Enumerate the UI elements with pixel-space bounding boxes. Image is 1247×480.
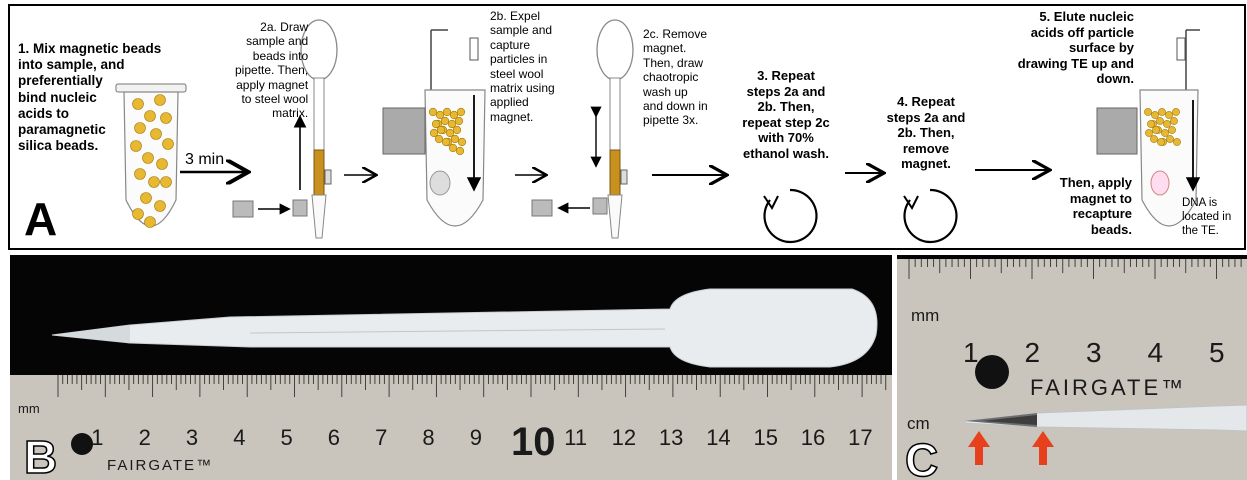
ruler-c-brand: FAIRGATE™: [1030, 375, 1186, 401]
ruler-b-mm-label: mm: [18, 401, 40, 416]
ruler-c: [897, 259, 1247, 480]
ruler-b-number: 16: [801, 425, 825, 451]
pipette-tip-photo: [897, 255, 1247, 480]
panel-label-b: B: [24, 434, 57, 480]
ruler-b-number: 6: [328, 425, 340, 451]
ruler-b-number: 15: [754, 425, 778, 451]
ruler-c-number: 3: [1086, 337, 1102, 369]
step3-text: 3. Repeat steps 2a and 2b. Then, repeat …: [730, 68, 842, 162]
panel-label-a: A: [24, 196, 57, 242]
ruler-b-number: 7: [375, 425, 387, 451]
ruler-b-number: 1: [91, 425, 103, 451]
ruler-b-number: 10: [511, 420, 556, 465]
step2a-text: 2a. Draw sample and beads into pipette. …: [235, 20, 308, 121]
step5b-text: Then, apply magnet to recapture beads.: [1048, 175, 1132, 237]
ruler-c-cm-label: cm: [907, 414, 930, 434]
ruler-b-number: 9: [470, 425, 482, 451]
ruler-b-number: 12: [612, 425, 636, 451]
panel-a-workflow: 1. Mix magnetic beads into sample, and p…: [0, 0, 1247, 250]
ruler-c-number: 5: [1209, 337, 1225, 369]
ruler-b-number: 13: [659, 425, 683, 451]
panel-c-photo: mm cm 1 2 3 4 5 FAIRGATE™ C: [897, 255, 1247, 480]
panel-label-c: C: [905, 437, 938, 480]
time-label: 3 min: [185, 150, 224, 169]
step1-text: 1. Mix magnetic beads into sample, and p…: [18, 41, 161, 154]
ruler-c-mm-label: mm: [911, 306, 939, 326]
ruler-b-number: 17: [848, 425, 872, 451]
ruler-b-number: 11: [564, 425, 587, 451]
step4-text: 4. Repeat steps 2a and 2b. Then, remove …: [880, 94, 972, 172]
ruler-c-hole: [975, 355, 1009, 389]
step2c-text: 2c. Remove magnet. Then, draw chaotropic…: [643, 27, 708, 128]
ruler-b-hole: [71, 433, 93, 455]
ruler-c-number: 4: [1148, 337, 1164, 369]
ruler-b-number: 4: [233, 425, 245, 451]
ruler-b-number: 2: [139, 425, 151, 451]
panel-b-photo: mm 123456789101112131415161718 FAIRGATE™…: [10, 255, 892, 480]
dna-location-text: DNA is located in the TE.: [1182, 197, 1231, 238]
ruler-b-number: 14: [706, 425, 730, 451]
ruler-b-number: 5: [281, 425, 293, 451]
ruler-c-number: 2: [1025, 337, 1041, 369]
ruler-c-number: 1: [963, 337, 979, 369]
ruler-b-brand: FAIRGATE™: [107, 457, 213, 474]
step5-text: 5. Elute nucleic acids off particle surf…: [1016, 9, 1134, 87]
ruler-b-number: 8: [422, 425, 434, 451]
step2b-text: 2b. Expel sample and capture particles i…: [490, 9, 555, 124]
ruler-b-number: 3: [186, 425, 198, 451]
